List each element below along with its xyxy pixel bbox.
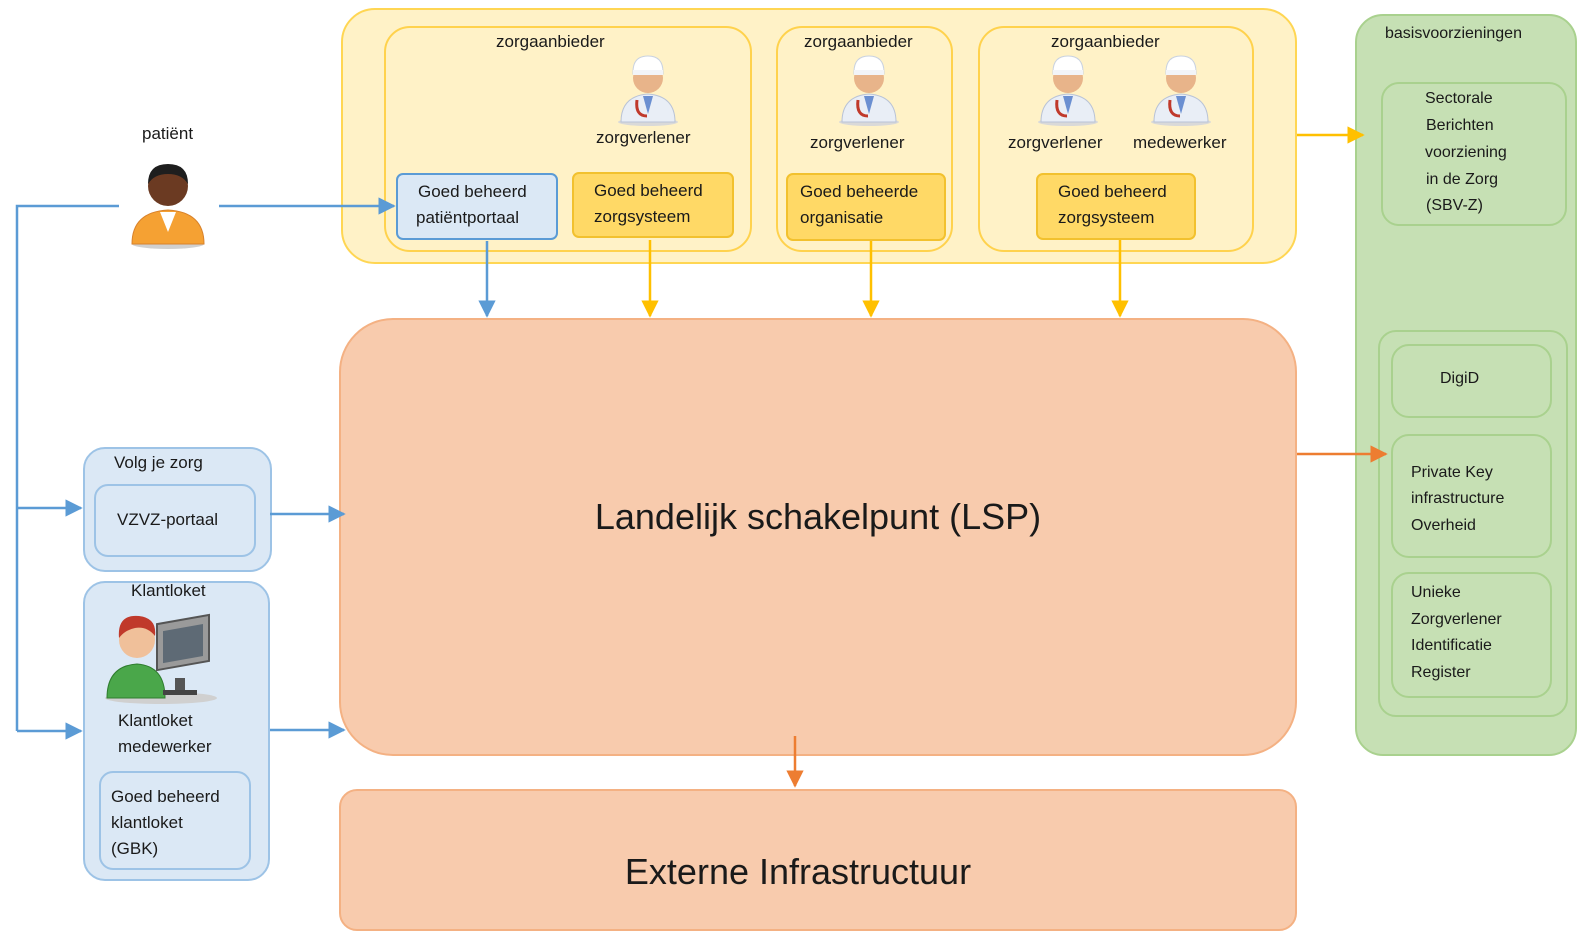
desk-employee-icon — [105, 613, 217, 704]
care-system-2-line-2: zorgsysteem — [1058, 208, 1155, 227]
gbk-line-3: (GBK) — [111, 839, 159, 858]
external-infrastructure-box — [339, 789, 1297, 931]
care-system-1-line-2: zorgsysteem — [594, 207, 691, 226]
lsp-box — [339, 318, 1297, 756]
klantloket-employee-line-1: Klantloket — [118, 711, 193, 730]
sbvz-line-3: voorziening — [1425, 144, 1507, 161]
doctor-icon — [1038, 55, 1098, 126]
uzi-line-1: Unieke — [1411, 584, 1461, 601]
care-system-1-line-1: Goed beheerd — [594, 181, 703, 200]
digid-label: DigiD — [1440, 370, 1480, 387]
care-provider-1-role: zorgverlener — [596, 128, 691, 147]
lsp-label: Landelijk schakelpunt (LSP) — [594, 496, 1042, 537]
pki-line-3: Overheid — [1411, 517, 1476, 534]
uzi-box — [1391, 572, 1552, 698]
doctor-icon — [839, 55, 899, 126]
care-provider-2-title: zorgaanbieder — [804, 32, 913, 51]
gbk-box — [99, 771, 251, 870]
organisation-line-2: organisatie — [800, 208, 884, 227]
uzi-line-3: Identificatie — [1411, 637, 1492, 654]
digid-box — [1391, 344, 1552, 418]
doctor-icon — [618, 55, 678, 126]
care-provider-3-role-2: medewerker — [1133, 133, 1227, 152]
organisation-line-1: Goed beheerde — [800, 182, 919, 201]
care-provider-1-title: zorgaanbieder — [496, 32, 605, 51]
care-provider-3-title: zorgaanbieder — [1051, 32, 1160, 51]
care-system-2-line-1: Goed beheerd — [1058, 182, 1167, 201]
sbvz-box — [1381, 82, 1567, 226]
vzvz-portal-label: VZVZ-portaal — [117, 510, 219, 529]
pki-box — [1391, 434, 1552, 558]
patient-left-trunk — [15, 204, 119, 731]
care-system-box-2: Goed beheerd zorgsysteem — [1036, 173, 1196, 240]
care-system-box-1: Goed beheerd zorgsysteem — [572, 172, 734, 238]
volg-je-zorg-title: Volg je zorg — [114, 453, 203, 472]
gbk-line-2: klantloket — [111, 813, 183, 832]
organisation-box: Goed beheerde organisatie — [786, 173, 946, 241]
staff-icon — [1151, 55, 1211, 126]
basisvoorzieningen-title: basisvoorzieningen — [1385, 25, 1522, 42]
sbvz-line-5: (SBV-Z) — [1426, 197, 1483, 214]
care-provider-3-role-1: zorgverlener — [1008, 133, 1103, 152]
patient-portal-line-1: Goed beheerd — [418, 182, 527, 201]
patient-portal-box: Goed beheerd patiëntportaal — [396, 173, 558, 240]
patient-portal-line-2: patiëntportaal — [416, 208, 520, 227]
vzvz-portal-box — [94, 484, 256, 557]
patient-icon — [131, 164, 205, 249]
external-infrastructure-label: Externe Infrastructuur — [624, 851, 972, 892]
pki-line-2: infrastructure — [1411, 490, 1505, 507]
gbk-line-1: Goed beheerd — [111, 787, 220, 806]
pki-line-1: Private Key — [1411, 464, 1493, 481]
klantloket-employee-line-2: medewerker — [118, 737, 212, 756]
patient-label: patiënt — [142, 124, 194, 143]
sbvz-line-4: in de Zorg — [1426, 171, 1499, 188]
uzi-line-2: Zorgverlener — [1411, 611, 1502, 628]
uzi-line-4: Register — [1411, 664, 1471, 681]
klantloket-title: Klantloket — [131, 581, 206, 600]
care-provider-2-role: zorgverlener — [810, 133, 905, 152]
sbvz-line-1: Sectorale — [1425, 90, 1493, 107]
sbvz-line-2: Berichten — [1426, 117, 1494, 134]
